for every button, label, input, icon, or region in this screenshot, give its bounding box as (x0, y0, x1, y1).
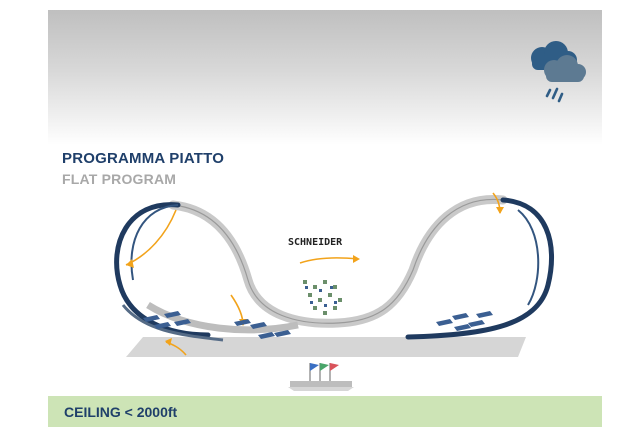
header-band (48, 10, 602, 145)
track-dark-right (405, 197, 555, 340)
page-subtitle: FLAT PROGRAM (62, 171, 177, 187)
ground-plane (126, 337, 526, 357)
flag-icon (288, 363, 354, 391)
flight-program-diagram: SCHNEIDER (114, 192, 555, 391)
track-dark-left (114, 202, 211, 338)
aircraft-formation-icon (143, 311, 493, 339)
ceiling-bar: CEILING < 2000ft (48, 396, 602, 427)
ceiling-label: CEILING < 2000ft (64, 403, 178, 420)
maneuver-label: SCHNEIDER (288, 237, 343, 248)
center-formation (303, 280, 342, 315)
rain-cloud-icon (531, 41, 586, 103)
arrow-center (299, 257, 359, 264)
page-title: PROGRAMMA PIATTO (62, 150, 225, 167)
track-light (168, 194, 508, 328)
